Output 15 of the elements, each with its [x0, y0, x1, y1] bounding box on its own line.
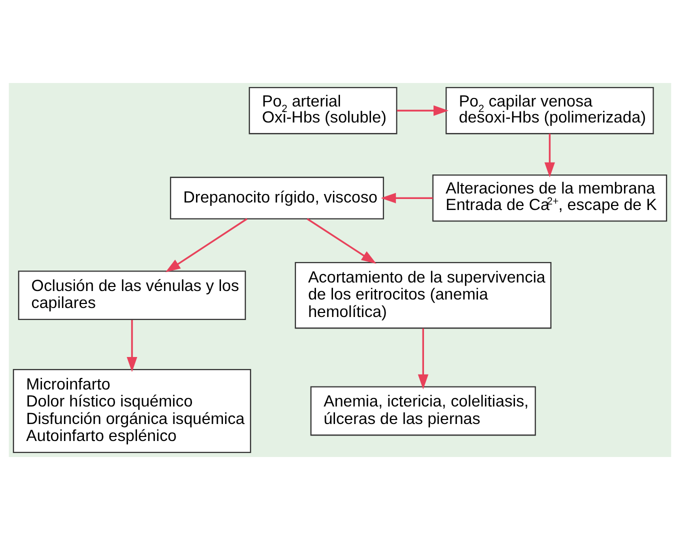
node-box: Oclusión de las vénulas y los capilares [18, 270, 246, 320]
node-box: Po$_{2}$ arterial Oxi-Hbs (soluble) [248, 86, 398, 134]
arrow [380, 192, 433, 203]
arrow [306, 218, 376, 264]
arrow [396, 104, 449, 116]
node-box: Anemia, ictericia, colelitiasis, úlceras de las piernas [310, 386, 536, 436]
arrow [126, 319, 138, 372]
node-box: Po$_{2}$ capilar venosa desoxi-Hbs (polimerizada) [446, 86, 654, 134]
arrow [165, 218, 248, 272]
arrow [418, 328, 428, 389]
arrow [544, 133, 555, 177]
node-box: Microinfarto Dolor hístico isquémico Disfunción orgánica isquémica Autoinfarto esplénico [12, 368, 252, 452]
node-box: Alteraciones de la membrana Entrada de Ca$^{2+}$, escape de K [432, 174, 668, 222]
node-box: Drepanocito rígido, viscoso [170, 176, 384, 219]
node-box: Acortamiento de la supervivencia de los eritrocitos (anemia hemolítica) [294, 261, 552, 328]
